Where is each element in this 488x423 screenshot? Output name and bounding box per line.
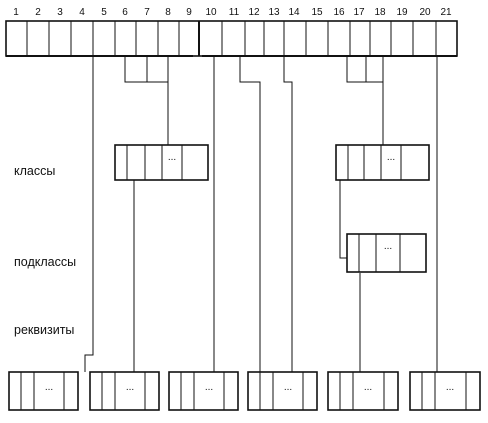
position-number: 20 xyxy=(419,7,431,18)
ellipsis: ... xyxy=(387,152,395,163)
ellipsis: ... xyxy=(168,152,176,163)
position-number: 18 xyxy=(374,7,386,18)
class-box: ... xyxy=(114,144,209,181)
ellipsis: ... xyxy=(364,382,372,393)
ellipsis: ... xyxy=(45,382,53,393)
position-number: 1 xyxy=(13,7,19,18)
ellipsis: ... xyxy=(126,382,134,393)
code-position-dividers xyxy=(26,21,437,56)
position-numbers: 1 2 3 4 5 6 7 8 9 10 11 12 13 14 15 16 1… xyxy=(13,7,452,18)
attribute-box: ... xyxy=(247,371,318,411)
position-number: 4 xyxy=(79,7,85,18)
position-number: 8 xyxy=(165,7,171,18)
ellipsis: ... xyxy=(284,382,292,393)
ellipsis: ... xyxy=(205,382,213,393)
position-number: 19 xyxy=(396,7,408,18)
attribute-box: ... xyxy=(168,371,239,411)
position-number: 3 xyxy=(57,7,63,18)
label-classes: классы xyxy=(14,164,55,178)
subclass-box: ... xyxy=(346,233,427,273)
position-number: 11 xyxy=(229,7,240,18)
ellipsis: ... xyxy=(446,382,454,393)
position-number: 2 xyxy=(35,7,41,18)
position-number: 6 xyxy=(122,7,128,18)
attribute-box: ... xyxy=(89,371,160,411)
position-number: 7 xyxy=(144,7,150,18)
position-number: 9 xyxy=(186,7,192,18)
position-number: 15 xyxy=(311,7,323,18)
position-number: 5 xyxy=(101,7,107,18)
position-number: 12 xyxy=(248,7,260,18)
attribute-box: ... xyxy=(327,371,399,411)
position-number: 14 xyxy=(288,7,300,18)
ellipsis: ... xyxy=(384,241,392,252)
label-attributes: реквизиты xyxy=(14,323,74,337)
position-number: 16 xyxy=(333,7,345,18)
code-structure-row xyxy=(5,20,458,57)
position-number: 17 xyxy=(353,7,365,18)
attribute-box: ... xyxy=(8,371,79,411)
position-number: 13 xyxy=(268,7,280,18)
position-number: 21 xyxy=(440,7,452,18)
code-row-frame xyxy=(5,20,458,57)
connector-lines xyxy=(84,56,438,372)
position-number: 10 xyxy=(205,7,217,18)
label-subclasses: подклассы xyxy=(14,255,76,269)
attribute-box: ... xyxy=(409,371,481,411)
class-box: ... xyxy=(335,144,430,181)
